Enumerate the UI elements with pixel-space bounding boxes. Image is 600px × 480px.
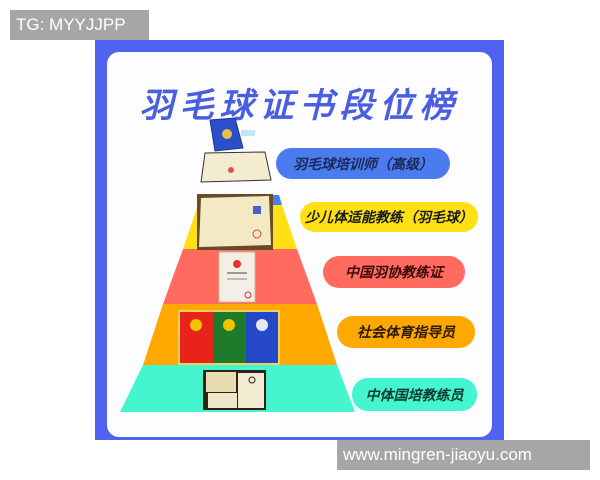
poster-card: 羽毛球证书段位榜 <box>107 52 492 437</box>
tier-label-pill-1: 羽毛球培训师（高级） <box>276 148 450 179</box>
certificate-image-tier-5 <box>203 370 266 410</box>
watermark-bottom-right: www.mingren-jiaoyu.com <box>337 440 590 470</box>
certificate-image-tier-4 <box>178 310 280 365</box>
certificate-image-tier-2 <box>197 194 273 250</box>
tier-label-pill-4: 社会体育指导员 <box>337 316 475 348</box>
poster-title: 羽毛球证书段位榜 <box>139 86 460 126</box>
tier-label-pill-3: 中国羽协教练证 <box>323 256 465 288</box>
certificate-image-tier-1 <box>200 117 272 183</box>
certificate-pyramid <box>120 117 355 412</box>
certificate-image-tier-3 <box>218 251 256 303</box>
tier-label-pill-2: 少儿体适能教练（羽毛球） <box>300 202 478 232</box>
watermark-top-left: TG: MYYJJPP <box>10 10 149 40</box>
tier-label-pill-5: 中体国培教练员 <box>352 378 477 411</box>
